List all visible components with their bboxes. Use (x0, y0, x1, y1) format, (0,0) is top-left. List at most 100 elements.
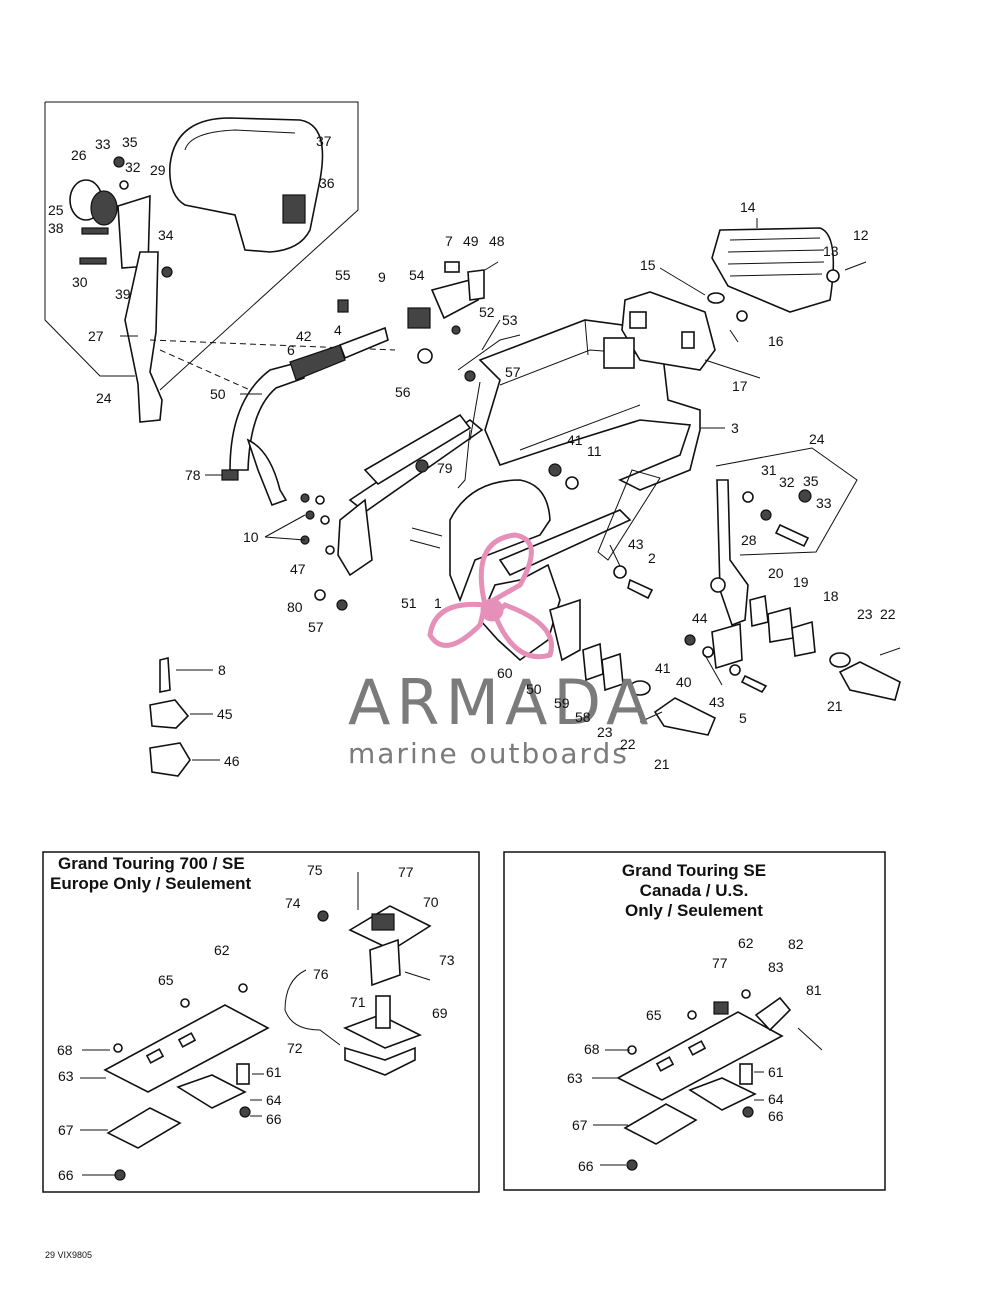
part-label-33b: 33 (816, 495, 832, 511)
part-label-17: 17 (732, 378, 748, 394)
part-label-9: 9 (378, 269, 386, 285)
part-label-35a: 35 (122, 134, 138, 150)
screw-52 (451, 325, 461, 335)
main-assembly (44, 101, 901, 777)
washer-32-right (760, 509, 772, 521)
part-label-24b: 24 (809, 431, 825, 447)
nut-74 (317, 910, 329, 922)
leader-lines-main (120, 218, 761, 761)
inset-europe-title-1: Grand Touring 700 / SE (58, 854, 245, 873)
part-label-37: 37 (316, 133, 332, 149)
part-label-43b: 43 (709, 694, 725, 710)
pin-23-left (629, 680, 651, 696)
bracket-49 (467, 269, 485, 301)
part-label-32a: 32 (125, 159, 141, 175)
part-label-51: 51 (401, 595, 417, 611)
plate-40-group (711, 622, 743, 670)
bracket-83 (754, 996, 792, 1032)
part-label-7: 7 (445, 233, 453, 249)
part-label-71: 71 (350, 994, 366, 1010)
watermark-brand: ARMADA (348, 666, 654, 739)
lock-77 (371, 913, 395, 931)
part-label-40: 40 (676, 674, 692, 690)
lock-bracket (369, 938, 401, 987)
part-label-28: 28 (741, 532, 757, 548)
part-label-26: 26 (71, 147, 87, 163)
bolt-5 (740, 674, 768, 694)
footrest-21-right (838, 661, 901, 701)
mount-plate-63-na (616, 1011, 784, 1101)
washer-13 (826, 269, 840, 283)
part-label-56: 56 (395, 384, 411, 400)
washer-47 (325, 545, 335, 555)
end-cap-78 (221, 469, 239, 481)
screw-62 (238, 983, 248, 993)
inset-europe-title-2: Europe Only / Seulement (50, 874, 252, 893)
watermark-tagline: marine outboards (348, 737, 629, 770)
license-plate-area (603, 337, 635, 369)
part-label-47: 47 (290, 561, 306, 577)
nut-66a (239, 1106, 251, 1118)
part-label-30: 30 (72, 274, 88, 290)
rear-carrier-rack (478, 319, 701, 491)
latch-base (344, 1046, 416, 1076)
screw-65 (180, 998, 190, 1008)
tail-light-grid (727, 237, 825, 277)
clip-8 (159, 656, 171, 693)
part-number-labels: 1 2 3 4 5 6 7 8 9 10 11 12 13 14 15 16 1… (48, 133, 896, 1183)
inset-na-frame (503, 851, 886, 1191)
inset-europe: Grand Touring 700 / SE Europe Only / Seu… (42, 851, 480, 1193)
part-label-45: 45 (217, 706, 233, 722)
nut-66-na-b (626, 1159, 638, 1171)
plate-18 (791, 620, 816, 657)
connector-45 (149, 699, 190, 729)
washer-32 (119, 180, 129, 190)
nut-35-right (798, 489, 812, 503)
propeller-icon (427, 532, 554, 660)
nut-41-lower (684, 634, 696, 646)
part-label-14: 14 (740, 199, 756, 215)
part-label-39: 39 (115, 286, 131, 302)
part-label-77-eu: 77 (398, 864, 414, 880)
part-label-18: 18 (823, 588, 839, 604)
plate-67 (106, 1107, 182, 1149)
part-label-74: 74 (285, 895, 301, 911)
inset-na-title-1: Grand Touring SE (622, 861, 766, 880)
part-label-79: 79 (437, 460, 453, 476)
seat-frame-rail-mid (363, 413, 472, 486)
part-label-25: 25 (48, 202, 64, 218)
part-label-15: 15 (640, 257, 656, 273)
plate-20 (749, 594, 769, 628)
part-label-32b: 32 (779, 474, 795, 490)
part-label-46: 46 (224, 753, 240, 769)
part-label-8: 8 (218, 662, 226, 678)
part-label-66-na-b: 66 (578, 1158, 594, 1174)
inset-na-title-2: Canada / U.S. (640, 881, 749, 900)
part-label-70: 70 (423, 894, 439, 910)
bracket-kit-outline (715, 447, 858, 556)
part-label-77-na: 77 (712, 955, 728, 971)
latch-plate-69 (342, 1014, 423, 1049)
inset-europe-frame (42, 851, 480, 1193)
nut-35 (113, 156, 125, 168)
part-label-61-eu: 61 (266, 1064, 282, 1080)
part-label-67-na: 67 (572, 1117, 588, 1133)
screw-65-na (687, 1010, 697, 1020)
part-label-6: 6 (287, 342, 295, 358)
part-label-44: 44 (692, 610, 708, 626)
light-lens-window (629, 311, 647, 329)
backrest-cushion (168, 117, 324, 253)
part-label-22b: 22 (620, 736, 636, 752)
part-label-53: 53 (502, 312, 518, 328)
part-label-19: 19 (793, 574, 809, 590)
part-label-41a: 41 (567, 432, 583, 448)
mount-plate-63 (103, 1004, 270, 1093)
bolt-33-right (774, 523, 810, 548)
part-label-33a: 33 (95, 136, 111, 152)
part-label-48: 48 (489, 233, 505, 249)
screw-68 (113, 1043, 123, 1053)
hinge-bearing (90, 190, 118, 226)
part-label-24a: 24 (96, 390, 112, 406)
plate-19 (767, 606, 794, 643)
